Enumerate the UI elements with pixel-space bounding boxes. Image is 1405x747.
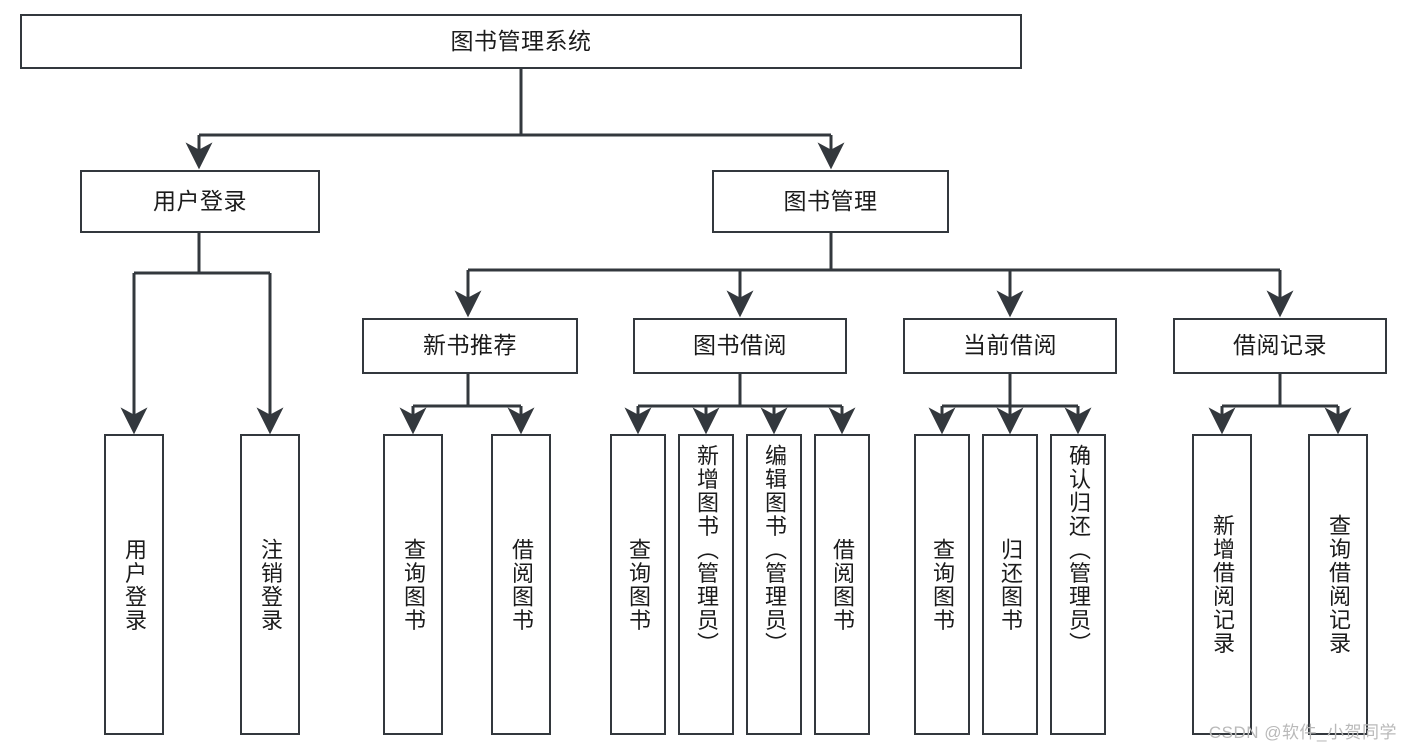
node-new-book-recommend-label: 新书推荐 <box>423 332 517 359</box>
node-leaf-query-book-1-label: 查询图书 <box>400 537 426 632</box>
node-borrow-record[interactable]: 借阅记录 <box>1173 318 1387 374</box>
node-book-management[interactable]: 图书管理 <box>712 170 949 233</box>
node-leaf-query-book-2-label: 查询图书 <box>625 537 651 632</box>
node-leaf-edit-book[interactable]: 编辑图书（管理员） <box>746 434 802 735</box>
node-user-login-label: 用户登录 <box>153 187 247 214</box>
node-leaf-borrow-book-1[interactable]: 借阅图书 <box>491 434 551 735</box>
node-book-management-label: 图书管理 <box>783 187 878 214</box>
node-new-book-recommend[interactable]: 新书推荐 <box>362 318 578 374</box>
node-leaf-user-login[interactable]: 用户登录 <box>104 434 164 735</box>
node-leaf-query-record-label: 查询借阅记录 <box>1325 514 1351 655</box>
node-leaf-add-book[interactable]: 新增图书（管理员） <box>678 434 734 735</box>
node-leaf-logout-label: 注销登录 <box>257 537 283 632</box>
node-leaf-query-book-3[interactable]: 查询图书 <box>914 434 970 735</box>
node-book-borrow-label: 图书借阅 <box>693 332 787 359</box>
node-leaf-query-book-2[interactable]: 查询图书 <box>610 434 666 735</box>
node-leaf-return-book[interactable]: 归还图书 <box>982 434 1038 735</box>
node-leaf-query-record[interactable]: 查询借阅记录 <box>1308 434 1368 735</box>
node-current-borrow-label: 当前借阅 <box>963 332 1057 359</box>
node-leaf-query-book-1[interactable]: 查询图书 <box>383 434 443 735</box>
watermark-text: CSDN @软件_小贺同学 <box>1208 723 1397 742</box>
node-leaf-confirm-return-label: 确认归还（管理员） <box>1065 444 1091 656</box>
node-leaf-borrow-book-2-label: 借阅图书 <box>829 537 855 632</box>
node-borrow-record-label: 借阅记录 <box>1233 332 1327 359</box>
node-root[interactable]: 图书管理系统 <box>20 14 1022 69</box>
node-root-label: 图书管理系统 <box>450 27 592 54</box>
node-leaf-return-book-label: 归还图书 <box>997 537 1023 632</box>
node-leaf-borrow-book-1-label: 借阅图书 <box>508 537 534 632</box>
node-leaf-add-record[interactable]: 新增借阅记录 <box>1192 434 1252 735</box>
node-leaf-confirm-return[interactable]: 确认归还（管理员） <box>1050 434 1106 735</box>
node-leaf-borrow-book-2[interactable]: 借阅图书 <box>814 434 870 735</box>
node-book-borrow[interactable]: 图书借阅 <box>633 318 847 374</box>
node-leaf-edit-book-label: 编辑图书（管理员） <box>761 444 787 656</box>
node-user-login[interactable]: 用户登录 <box>80 170 320 233</box>
node-leaf-query-book-3-label: 查询图书 <box>929 537 955 632</box>
node-leaf-add-book-label: 新增图书（管理员） <box>693 444 719 656</box>
node-leaf-add-record-label: 新增借阅记录 <box>1209 514 1235 655</box>
node-leaf-user-login-label: 用户登录 <box>121 537 147 632</box>
node-current-borrow[interactable]: 当前借阅 <box>903 318 1117 374</box>
node-leaf-logout[interactable]: 注销登录 <box>240 434 300 735</box>
